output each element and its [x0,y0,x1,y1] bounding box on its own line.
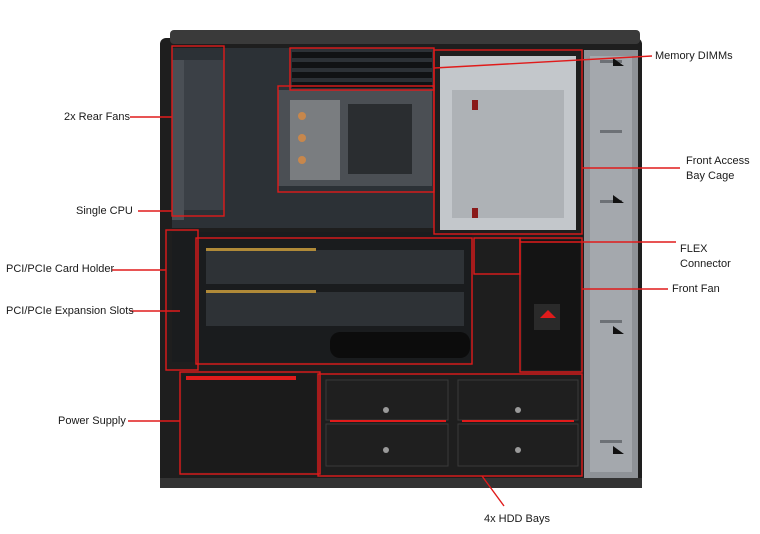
leader-hdd [481,475,505,507]
bezel-vents [600,60,622,443]
graphics-card-2 [206,292,464,326]
leader-lines [112,55,680,507]
box-expansion [195,237,473,365]
card-gold-edge-1 [206,248,316,251]
bezel-clips [613,58,624,454]
box-rear-fans [171,45,225,217]
cable-bundle [330,332,470,358]
label-hdd-bays: 4x HDD Bays [484,513,551,525]
label-bay-cage-2: Bay Cage [686,170,735,182]
card-gold-edge-2 [206,290,316,293]
label-bay-cage-1: Front Access [686,155,750,167]
hdd-tray-handles [330,420,574,422]
label-memory: Memory DIMMs [655,50,733,62]
label-card-holder: PCI/PCIe Card Holder [6,263,115,275]
psu-handle [186,376,296,380]
label-front-fan: Front Fan [672,283,720,295]
hdd-tray-knobs [383,407,521,453]
box-bay-cage [433,49,583,235]
box-hdd [317,373,583,477]
hdd-trays [325,379,579,467]
box-front-fan [519,237,583,373]
label-flex-2: Connector [680,258,731,270]
graphics-card-1 [206,250,464,284]
front-bezel-inner [590,56,632,472]
label-power-supply: Power Supply [58,415,126,427]
callout-boxes [165,45,583,477]
label-expansion-slots: PCI/PCIe Expansion Slots [6,305,134,317]
memory-dimms [292,52,432,88]
front-fan-latch-marker [540,310,556,318]
bay-cage-handle-lower [472,208,478,218]
label-cpu: Single CPU [76,205,133,217]
chassis-top-edge [170,30,640,44]
bay-cage-panel [452,90,564,218]
cpu-fan [348,104,412,174]
label-rear-fans: 2x Rear Fans [64,111,131,123]
leader-memory [433,55,653,69]
chassis-bottom [160,478,642,488]
box-card-holder [165,229,199,371]
heat-pipes [298,112,306,164]
power-supply-unit [182,374,316,472]
rear-fan-grille [172,60,184,220]
rear-fan-housing [184,60,224,210]
cpu-fins [290,100,340,180]
label-flex-1: FLEX [680,243,708,255]
bay-cage-handle [472,100,478,110]
box-psu [179,371,321,475]
